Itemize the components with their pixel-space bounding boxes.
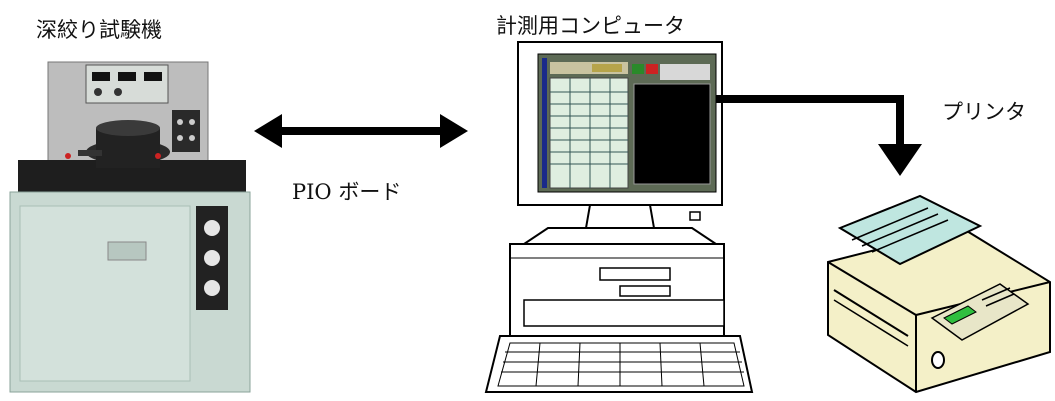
computer-label: 計測用コンピュータ [496, 14, 685, 38]
output-arrow [716, 95, 922, 176]
printer-image [827, 194, 1051, 394]
bidirectional-arrow [254, 114, 468, 148]
deep-drawing-machine-image [9, 61, 251, 393]
computer-image [484, 41, 754, 393]
machine-label: 深絞り試験機 [36, 18, 162, 42]
pio-board-label: PIO ボード [292, 180, 402, 204]
printer-label: プリンタ [942, 100, 1026, 124]
